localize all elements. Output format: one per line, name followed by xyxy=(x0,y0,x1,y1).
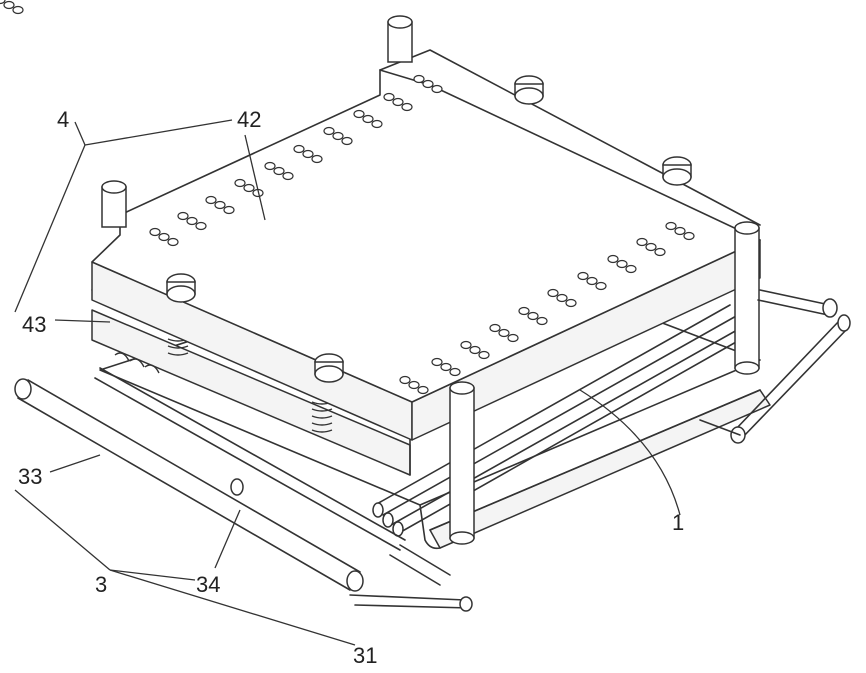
leader-lines xyxy=(14,119,681,646)
callout-4: 4 xyxy=(57,107,69,132)
callout-31: 31 xyxy=(353,643,377,668)
callout-1: 1 xyxy=(672,510,684,535)
callout-42: 42 xyxy=(237,107,261,132)
callout-43: 43 xyxy=(22,312,46,337)
corner-posts xyxy=(101,15,760,545)
bolt-heads xyxy=(166,75,692,383)
hole-pattern xyxy=(0,0,695,395)
callout-33: 33 xyxy=(18,464,42,489)
callout-34: 34 xyxy=(196,572,220,597)
callout-3: 3 xyxy=(95,572,107,597)
top-plate xyxy=(91,49,761,441)
linkage-assembly xyxy=(14,289,851,612)
